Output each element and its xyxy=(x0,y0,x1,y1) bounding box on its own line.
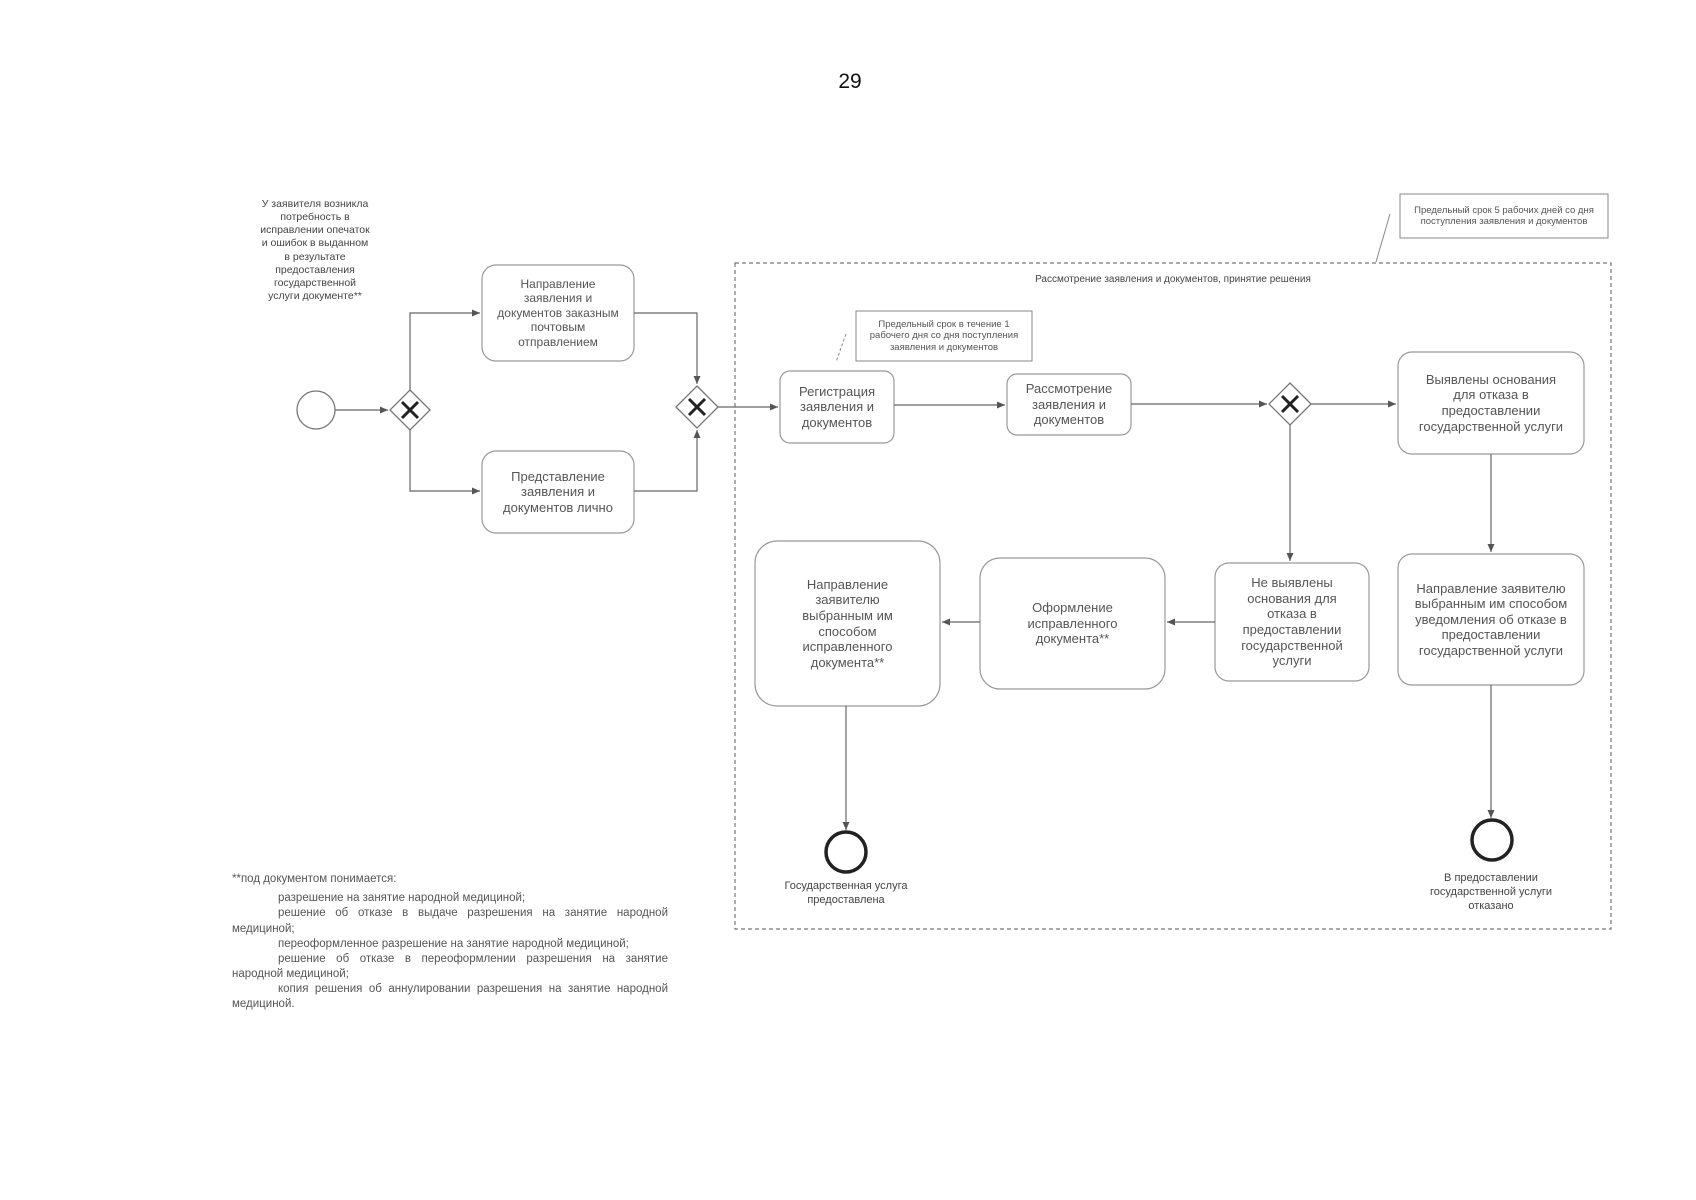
footnote-title: **под документом понимается: xyxy=(232,873,397,885)
task-prepare-doc-shape xyxy=(979,557,1166,690)
end-label-provided: Государственная услуга предоставлена xyxy=(784,880,908,906)
decision-gateway xyxy=(1268,382,1312,426)
split-gateway xyxy=(389,389,431,431)
task-grounds-not-found: Не выявлены основания для отказа в предо… xyxy=(1241,575,1343,669)
group-title: Рассмотрение заявления и документов, при… xyxy=(1035,274,1311,285)
page-number: 29 xyxy=(838,70,862,93)
task-grounds-found: Выявлены основания для отказа в предоста… xyxy=(1418,371,1564,434)
task-send-doc-shape xyxy=(754,540,941,707)
flow-personal-gw2 xyxy=(634,430,701,492)
task-register-shape xyxy=(779,370,895,444)
flow-gw1-mail xyxy=(409,309,480,390)
footnote-item: решение об отказе в выдаче разрешения на… xyxy=(232,907,668,935)
footnote-item: разрешение на занятие народной медициной… xyxy=(278,892,526,905)
task-mail: Направление заявления и документов заказ… xyxy=(497,277,619,349)
start-event-label: У заявителя возникла потребность в испра… xyxy=(260,198,370,302)
note-overall-term: Предельный срок 5 рабочих дней со дня по… xyxy=(1414,204,1594,227)
task-register: Регистрация заявления и документов xyxy=(799,383,875,430)
end-event-refused xyxy=(1470,818,1514,862)
task-personal-shape xyxy=(481,450,635,534)
footnote-item: переоформленное разрешение на занятие на… xyxy=(278,937,629,950)
note-registration-link xyxy=(835,333,847,363)
task-personal: Представление заявления и документов лич… xyxy=(503,468,613,515)
flow-mail-gw2 xyxy=(634,312,701,384)
review-group-frame xyxy=(734,262,1612,930)
start-event xyxy=(296,390,336,430)
end-event-provided xyxy=(824,830,868,874)
footnote-item: копия решения об аннулировании разрешени… xyxy=(232,983,668,1011)
note-registration-term: Предельный срок в течение 1 рабочего дня… xyxy=(869,318,1019,353)
merge-gateway xyxy=(675,385,719,429)
task-review: Рассмотрение заявления и документов xyxy=(1025,381,1113,428)
note-registration-shape xyxy=(855,310,1033,362)
footnote: **под документом понимается: разрешение … xyxy=(232,872,668,1013)
end-label-refused: В предоставлении государственной услуги … xyxy=(1430,872,1552,912)
flow-gw1-personal xyxy=(409,430,480,495)
note-overall-link xyxy=(1375,213,1391,263)
note-overall-shape xyxy=(1399,193,1609,239)
task-prepare-doc: Оформление исправленного документа** xyxy=(1027,600,1118,647)
task-send-doc: Направление заявителю выбранным им спосо… xyxy=(802,576,893,670)
task-send-refusal: Направление заявителю выбранным им спосо… xyxy=(1414,580,1568,658)
footnote-item: решение об отказе в переоформлении разре… xyxy=(232,952,668,981)
